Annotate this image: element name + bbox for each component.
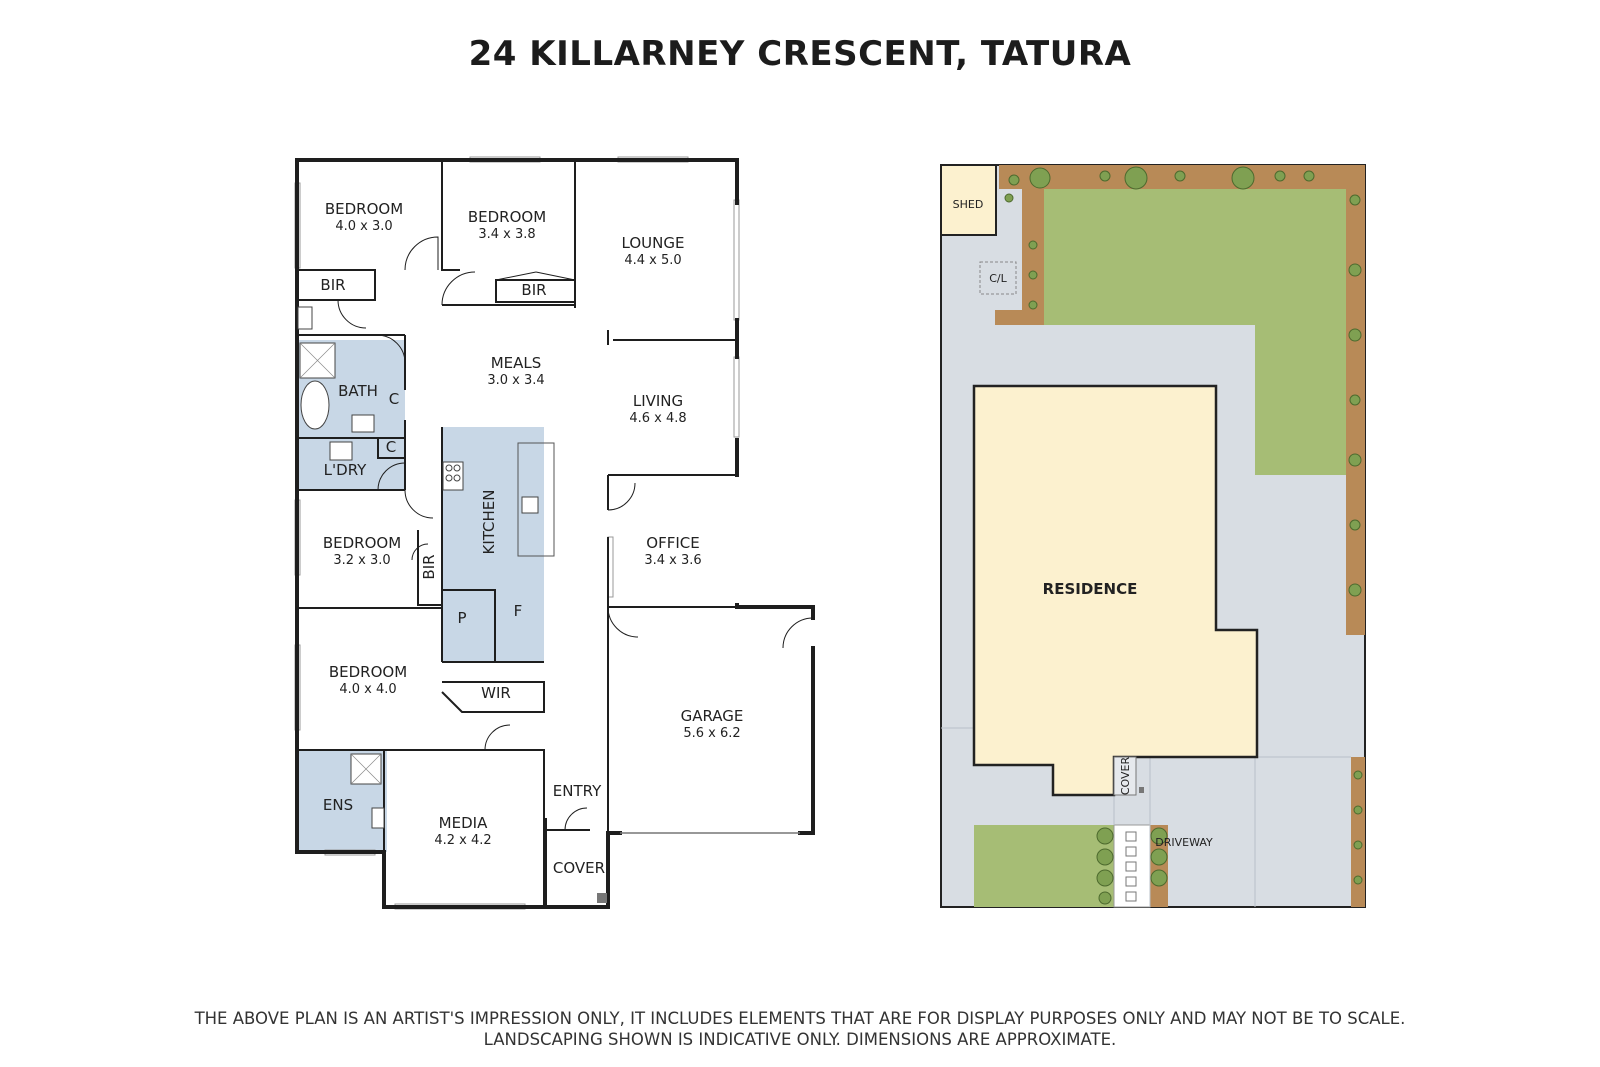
- kitchen-label: KITCHEN: [480, 490, 498, 555]
- doors: [337, 236, 814, 831]
- lounge-name: LOUNGE: [622, 234, 685, 252]
- media-dims: 4.2 x 4.2: [434, 833, 491, 848]
- stepping-stones: [1125, 831, 1137, 902]
- entry-cover: [1113, 756, 1137, 796]
- ensuite-label: ENS: [323, 796, 353, 814]
- cover-label: COVER: [553, 859, 605, 877]
- driveway-label: DRIVEWAY: [1155, 836, 1213, 849]
- meals-dims: 3.0 x 3.4: [487, 373, 544, 388]
- shrubs: [1004, 166, 1363, 905]
- bir-label-3: BIR: [420, 554, 438, 579]
- bir-label-1: BIR: [320, 276, 345, 294]
- shed-label: SHED: [953, 198, 984, 211]
- front-lawn: [974, 825, 1114, 907]
- media-name: MEDIA: [439, 814, 488, 832]
- garage-name: GARAGE: [681, 707, 744, 725]
- bed2-dims: 3.4 x 3.8: [478, 227, 535, 242]
- site-plan: SHED C/L RESIDENCE COVER DRIVEWAY: [940, 164, 1366, 908]
- bed1-name: BEDROOM: [325, 200, 403, 218]
- garden-bed-front: [1150, 825, 1168, 907]
- living-name: LIVING: [633, 392, 683, 410]
- garage-dims: 5.6 x 6.2: [683, 726, 740, 741]
- bed3-name: BEDROOM: [323, 534, 401, 552]
- garden-bed-bottom: [995, 310, 1044, 325]
- fixtures: [297, 306, 607, 903]
- wir-label: WIR: [481, 684, 511, 702]
- living-dims: 4.6 x 4.8: [629, 411, 686, 426]
- floor-plan: BEDROOM 4.0 x 3.0 BEDROOM 3.4 x 3.8 LOUN…: [294, 156, 815, 910]
- office-dims: 3.4 x 3.6: [644, 553, 701, 568]
- entry-label: ENTRY: [553, 782, 602, 800]
- exterior-wall: [295, 158, 815, 909]
- small-labels: BIR BIR BATH C C L'DRY KITCHEN BIR P F W…: [320, 276, 605, 877]
- office-name: OFFICE: [646, 534, 699, 552]
- lounge-dims: 4.4 x 5.0: [624, 253, 681, 268]
- clothesline-label: C/L: [989, 272, 1007, 285]
- shed: [940, 164, 997, 236]
- cupboard-label-2: C: [386, 438, 396, 456]
- room-labels: BEDROOM 4.0 x 3.0 BEDROOM 3.4 x 3.8 LOUN…: [323, 200, 744, 848]
- garden-bed-left: [1022, 189, 1044, 325]
- garden-bed-front-right: [1351, 757, 1365, 907]
- bir-label-2: BIR: [521, 281, 546, 299]
- cover-site-label: COVER: [1119, 757, 1132, 796]
- bed4-name: BEDROOM: [329, 663, 407, 681]
- bed1-dims: 4.0 x 3.0: [335, 219, 392, 234]
- disclaimer-line-2: LANDSCAPING SHOWN IS INDICATIVE ONLY. DI…: [483, 1030, 1117, 1049]
- plan-title: 24 KILLARNEY CRESCENT, TATURA: [468, 34, 1132, 74]
- cupboard-label-1: C: [389, 390, 399, 408]
- meals-name: MEALS: [491, 354, 542, 372]
- disclaimer: THE ABOVE PLAN IS AN ARTIST'S IMPRESSION…: [0, 1008, 1600, 1050]
- laundry-label: L'DRY: [324, 461, 367, 479]
- pantry-label: P: [457, 609, 466, 627]
- residence-label: RESIDENCE: [1043, 580, 1138, 598]
- clothesline: [979, 261, 1017, 295]
- bath-label: BATH: [338, 382, 378, 400]
- bed4-dims: 4.0 x 4.0: [339, 682, 396, 697]
- disclaimer-line-1: THE ABOVE PLAN IS AN ARTIST'S IMPRESSION…: [194, 1009, 1406, 1028]
- back-lawn: [1044, 189, 1346, 475]
- fridge-label: F: [514, 602, 523, 620]
- bed2-name: BEDROOM: [468, 208, 546, 226]
- wet-areas: [297, 340, 544, 852]
- bed3-dims: 3.2 x 3.0: [333, 553, 390, 568]
